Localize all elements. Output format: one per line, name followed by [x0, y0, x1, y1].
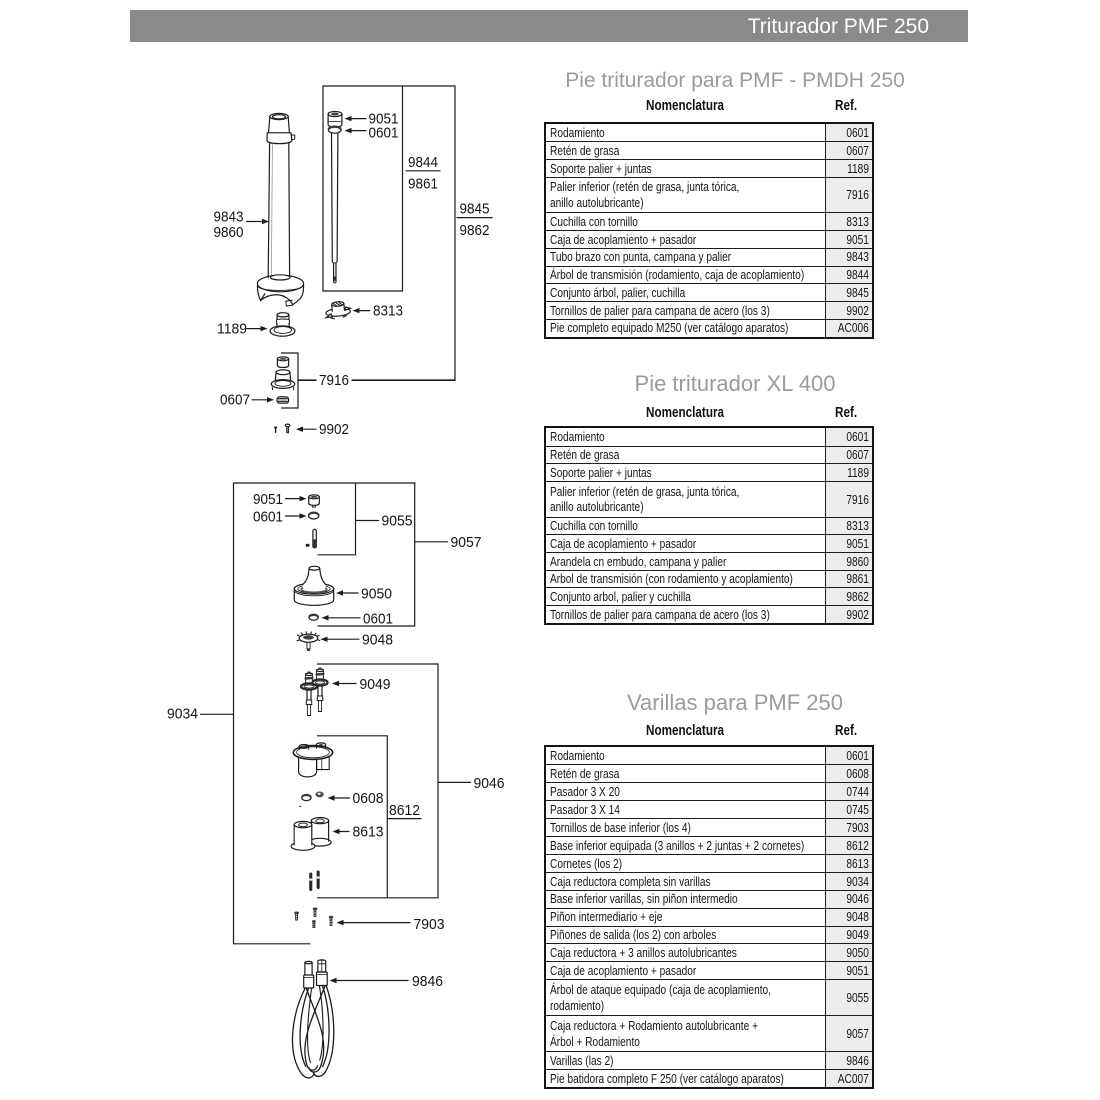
svg-text:1189: 1189 [217, 321, 247, 338]
svg-text:0601: 0601 [369, 125, 399, 142]
svg-text:9846: 9846 [412, 973, 443, 990]
svg-text:9051: 9051 [369, 111, 399, 128]
svg-text:9050: 9050 [361, 586, 392, 603]
svg-text:8612: 8612 [389, 802, 420, 819]
svg-text:9055: 9055 [382, 513, 413, 530]
svg-text:9902: 9902 [319, 421, 349, 438]
svg-text:0601: 0601 [363, 611, 393, 628]
svg-text:9861: 9861 [408, 176, 438, 193]
svg-text:9843: 9843 [214, 209, 244, 226]
svg-text:0607: 0607 [220, 392, 250, 409]
svg-text:9844: 9844 [408, 154, 438, 171]
svg-text:9049: 9049 [360, 676, 391, 693]
svg-text:9057: 9057 [451, 534, 482, 551]
svg-text:8613: 8613 [353, 824, 384, 841]
svg-text:7903: 7903 [414, 916, 445, 933]
svg-text:9862: 9862 [460, 222, 490, 239]
svg-text:9845: 9845 [460, 201, 490, 218]
svg-text:9046: 9046 [474, 775, 505, 792]
svg-text:7916: 7916 [319, 372, 349, 389]
svg-text:9048: 9048 [362, 632, 393, 649]
svg-text:9051: 9051 [253, 491, 283, 508]
svg-text:0601: 0601 [253, 509, 283, 526]
svg-text:9860: 9860 [214, 224, 244, 241]
svg-text:8313: 8313 [373, 303, 403, 320]
svg-text:0608: 0608 [353, 790, 384, 807]
svg-text:9034: 9034 [167, 706, 198, 723]
